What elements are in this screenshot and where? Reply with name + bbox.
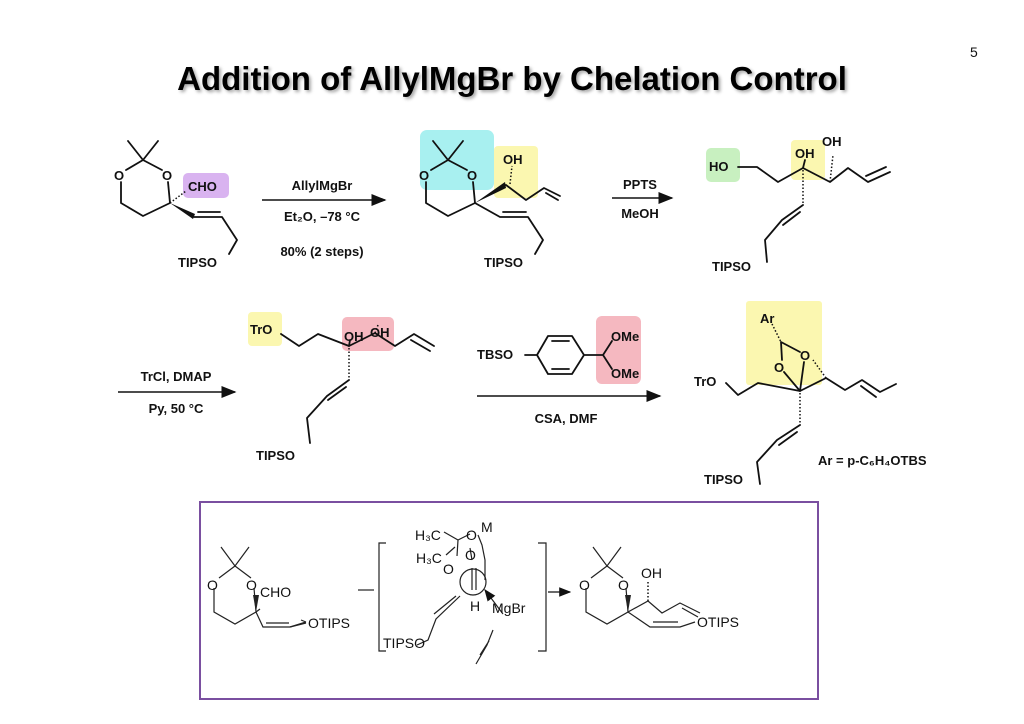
right-bracket xyxy=(538,542,547,652)
methoxy-label: OMe xyxy=(611,329,639,344)
tipso-label: TIPSO xyxy=(178,255,217,270)
methyl-label: H₃C xyxy=(416,550,442,566)
hydroxyl-label: OH xyxy=(503,152,523,167)
reagent-label: PPTS xyxy=(623,177,657,192)
chelation-model-box xyxy=(199,501,819,700)
tipso-label: TIPSO xyxy=(712,259,751,274)
reagent-dimethyl-acetal: TBSO OMe OMe xyxy=(477,329,639,381)
molecule-allyl-adduct: O O OH TIPSO xyxy=(419,140,561,270)
orbital-circle xyxy=(459,568,487,596)
methyl-label: H₃C xyxy=(415,527,441,543)
tipso-label: TIPSO xyxy=(704,472,743,487)
oxygen-label: O xyxy=(114,168,124,183)
oxygen-label: O xyxy=(579,577,590,593)
otips-label: OTIPS xyxy=(697,614,739,630)
mgbr-label: MgBr xyxy=(492,600,526,616)
hydrogen-label: H xyxy=(470,598,480,614)
trityl-ether-highlight xyxy=(248,312,282,346)
left-bracket xyxy=(378,542,386,652)
molecule-triol: HO OH OH TIPSO xyxy=(709,134,891,274)
model-left-aldehyde: O O CHO OTIPS xyxy=(207,546,350,631)
oxygen-label: O xyxy=(162,168,172,183)
oxygen-label: O xyxy=(466,527,477,543)
molecule-aldehyde: O O CHO TIPSO xyxy=(114,140,238,270)
trityl-ether-label: TrO xyxy=(250,322,272,337)
dimethyl-acetal-highlight xyxy=(596,316,641,384)
oxygen-label: O xyxy=(800,348,810,363)
aryl-label: Ar xyxy=(760,311,774,326)
reagent-label: AllylMgBr xyxy=(292,178,353,193)
oxygen-label: O xyxy=(774,360,784,375)
tipso-label: TIPSO xyxy=(383,635,425,651)
trityl-ether-label: TrO xyxy=(694,374,716,389)
conditions-label: CSA, DMF xyxy=(535,411,598,426)
oxygen-label: O xyxy=(618,577,629,593)
methoxy-label: OMe xyxy=(611,366,639,381)
hydroxyl-label: OH xyxy=(370,325,390,340)
molecule-pmp-acetal: Ar O O TrO TIPSO Ar = p-C₆H₄OTBS xyxy=(694,311,927,487)
primary-alcohol-highlight xyxy=(706,148,740,182)
oxygen-label: O xyxy=(246,577,257,593)
aldehyde-label: CHO xyxy=(260,584,291,600)
oxygen-label: O xyxy=(467,168,477,183)
aryl-definition: Ar = p-C₆H₄OTBS xyxy=(818,453,927,468)
metal-label: M xyxy=(481,519,493,535)
hydroxyl-label: OH xyxy=(344,329,364,344)
tbso-label: TBSO xyxy=(477,347,513,362)
hydroxyl-label: HO xyxy=(709,159,729,174)
transition-state-model: H₃C O M H₃C O O H MgBr TIPSO xyxy=(383,519,526,665)
conditions-label: Py, 50 °C xyxy=(149,401,204,416)
acetonide-highlight xyxy=(420,130,494,190)
hydroxyl-label: OH xyxy=(795,146,815,161)
molecule-trityl-ether: TrO OH OH TIPSO xyxy=(250,322,435,463)
reagent-label: TrCl, DMAP xyxy=(141,369,212,384)
yield-label: 80% (2 steps) xyxy=(280,244,363,259)
slide-title: Addition of AllylMgBr by Chelation Contr… xyxy=(177,60,847,97)
conditions-label: Et₂O, –78 °C xyxy=(284,209,361,224)
conditions-label: MeOH xyxy=(621,206,659,221)
oxygen-label: O xyxy=(207,577,218,593)
tipso-label: TIPSO xyxy=(484,255,523,270)
otips-label: OTIPS xyxy=(308,615,350,631)
aldehyde-highlight xyxy=(183,173,229,198)
tipso-label: TIPSO xyxy=(256,448,295,463)
hydroxyl-label: OH xyxy=(641,565,662,581)
aldehyde-label: CHO xyxy=(188,179,217,194)
oxygen-label: O xyxy=(443,561,454,577)
model-right-product: O O OH OTIPS xyxy=(579,546,739,630)
oxygen-label: O xyxy=(465,547,476,563)
oxygen-label: O xyxy=(419,168,429,183)
hydroxyl-label: OH xyxy=(822,134,842,149)
page-number: 5 xyxy=(970,44,978,60)
